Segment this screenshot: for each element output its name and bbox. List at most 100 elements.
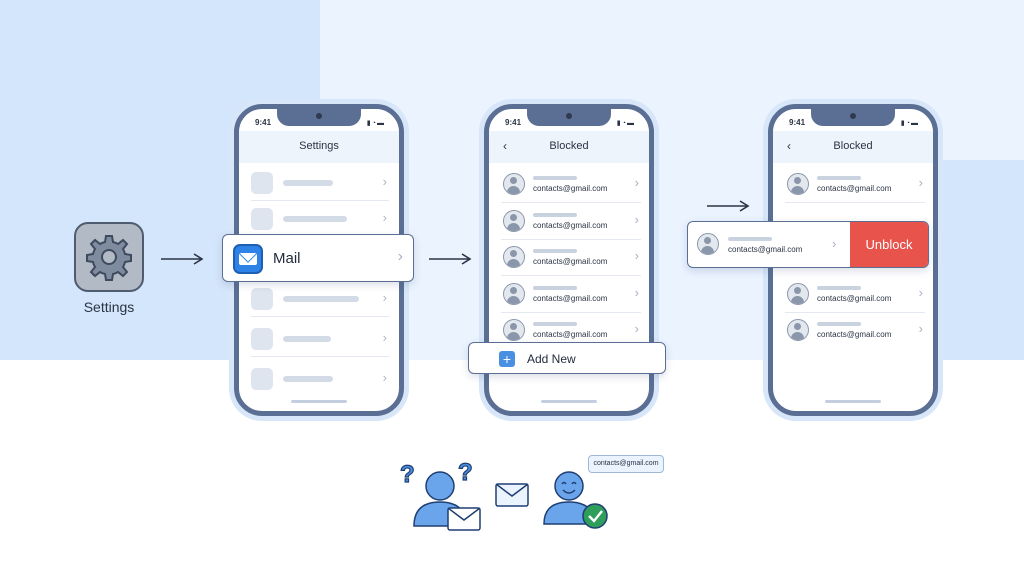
chevron-right-icon: › — [918, 175, 923, 190]
blocked-contact-row[interactable]: contacts@gmail.com › — [501, 240, 641, 276]
avatar-icon — [503, 319, 525, 341]
back-chevron-icon[interactable]: ‹ — [503, 139, 507, 153]
mail-settings-item[interactable]: Mail › — [222, 234, 414, 282]
blocked-contact-row[interactable]: contacts@gmail.com › — [501, 277, 641, 313]
blocked-contact-row[interactable]: contacts@gmail.com› — [785, 277, 925, 313]
status-time: 9:41 — [789, 118, 806, 127]
home-indicator — [825, 400, 881, 403]
placeholder-line — [283, 296, 359, 302]
placeholder-line — [817, 176, 861, 180]
contact-email: contacts@gmail.com — [533, 221, 608, 230]
check-circle-icon — [582, 503, 608, 529]
add-new-button[interactable]: + Add New — [468, 342, 666, 374]
contact-email: contacts@gmail.com — [817, 184, 892, 193]
contact-email: contacts@gmail.com — [533, 257, 608, 266]
contact-email: contacts@gmail.com — [533, 330, 608, 339]
placeholder-line — [817, 322, 861, 326]
plus-icon: + — [499, 351, 515, 367]
envelope-glyph — [239, 253, 257, 265]
status-time: 9:41 — [505, 118, 522, 127]
settings-row[interactable]: › — [251, 201, 389, 237]
status-time: 9:41 — [255, 118, 272, 127]
chevron-right-icon: › — [918, 321, 923, 336]
chevron-right-icon: › — [634, 175, 639, 190]
phone-notch — [527, 109, 611, 126]
placeholder-line — [283, 336, 331, 342]
avatar-icon — [787, 173, 809, 195]
settings-row[interactable]: › — [251, 165, 389, 201]
flow-arrow-2 — [429, 253, 472, 265]
home-indicator — [291, 400, 347, 403]
avatar-icon — [503, 283, 525, 305]
contact-email: contacts@gmail.com — [728, 245, 803, 254]
confused-person-illustration: ? ? — [399, 458, 481, 531]
placeholder-line — [533, 176, 577, 180]
settings-row-icon — [251, 328, 273, 350]
chevron-right-icon: › — [634, 212, 639, 227]
blocked-contact-row[interactable]: contacts@gmail.com › — [785, 167, 925, 203]
placeholder-line — [533, 213, 577, 217]
placeholder-line — [283, 216, 347, 222]
background-panel-accent — [940, 160, 1024, 360]
happy-person-illustration — [543, 471, 608, 529]
placeholder-line — [728, 237, 772, 241]
phone-notch — [811, 109, 895, 126]
nav-bar — [239, 131, 399, 163]
blocked-contact-row[interactable]: contacts@gmail.com› — [785, 313, 925, 349]
chevron-right-icon: › — [918, 285, 923, 300]
chevron-right-icon: › — [382, 330, 387, 345]
mail-icon — [233, 244, 263, 274]
nav-bar — [773, 131, 933, 163]
status-icons: ▮◔▬ — [366, 120, 385, 127]
blocked-contact-row[interactable]: contacts@gmail.com› — [501, 313, 641, 349]
nav-bar — [489, 131, 649, 163]
envelope-icon — [495, 483, 529, 507]
question-mark-icon: ? — [400, 461, 415, 488]
chevron-right-icon: › — [397, 248, 403, 265]
phone-blocked-title: Blocked — [549, 140, 589, 152]
settings-row[interactable]: › — [251, 321, 389, 357]
placeholder-line — [533, 322, 577, 326]
chevron-right-icon: › — [382, 210, 387, 225]
unblock-contact-row[interactable]: contacts@gmail.com › Unblock — [687, 221, 929, 268]
home-indicator — [541, 400, 597, 403]
flow-arrow-3 — [707, 200, 750, 212]
phone-unblock-title: Blocked — [833, 140, 873, 152]
avatar-icon — [787, 283, 809, 305]
mail-item-label: Mail — [273, 250, 301, 267]
back-chevron-icon[interactable]: ‹ — [787, 139, 791, 153]
settings-app-caption: Settings — [83, 299, 135, 315]
settings-row-icon — [251, 288, 273, 310]
avatar-icon — [697, 233, 719, 255]
status-icons: ▮◔▬ — [900, 120, 919, 127]
placeholder-line — [533, 286, 577, 290]
status-icons: ▮◔▬ — [616, 120, 635, 127]
avatar-icon — [503, 210, 525, 232]
flow-arrow-1 — [161, 253, 204, 265]
chevron-right-icon: › — [634, 248, 639, 263]
avatar-icon — [503, 246, 525, 268]
avatar-icon — [787, 319, 809, 341]
blocked-contact-row[interactable]: contacts@gmail.com › — [501, 204, 641, 240]
settings-app-icon[interactable] — [74, 222, 144, 292]
email-speech-bubble: contacts@gmail.com — [588, 455, 664, 473]
settings-row-icon — [251, 368, 273, 390]
placeholder-line — [283, 376, 333, 382]
contact-email: contacts@gmail.com — [533, 294, 608, 303]
settings-row[interactable]: › — [251, 281, 389, 317]
phone-notch — [277, 109, 361, 126]
avatar-icon — [503, 173, 525, 195]
chevron-right-icon: › — [634, 285, 639, 300]
blocked-contact-row[interactable]: contacts@gmail.com › — [501, 167, 641, 203]
unblock-button[interactable]: Unblock — [850, 222, 928, 267]
chevron-right-icon: › — [382, 174, 387, 189]
chevron-right-icon: › — [382, 370, 387, 385]
placeholder-line — [533, 249, 577, 253]
phone-settings-title: Settings — [299, 140, 339, 152]
chevron-right-icon: › — [382, 290, 387, 305]
settings-row-icon — [251, 208, 273, 230]
contact-email: contacts@gmail.com — [533, 184, 608, 193]
placeholder-line — [817, 286, 861, 290]
settings-row[interactable]: › — [251, 361, 389, 397]
add-new-label: Add New — [527, 352, 576, 366]
